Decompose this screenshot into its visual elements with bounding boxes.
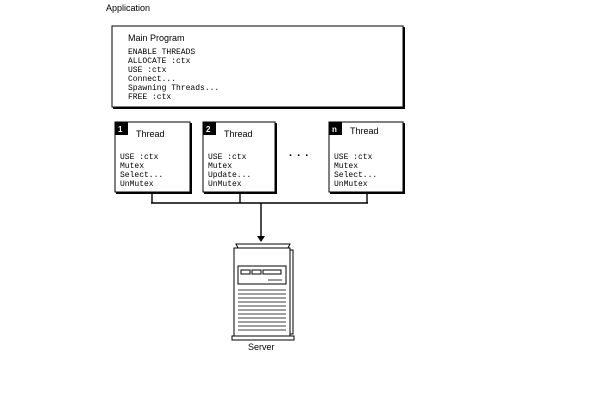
thread-connector: [151, 194, 368, 242]
application-label: Application: [106, 3, 150, 13]
thread-title: Thread: [350, 126, 379, 136]
arrow-head-icon: [257, 236, 265, 242]
main-program-line: Connect...: [128, 75, 176, 84]
thread-line: Update...: [208, 171, 251, 180]
thread-badge: [203, 122, 216, 135]
main-program-line: Spawning Threads...: [128, 84, 219, 93]
main-program-line: ENABLE THREADS: [128, 48, 195, 57]
main-program-title: Main Program: [128, 33, 185, 43]
thread-box-1: 1 Thread USE :ctx Mutex Select... UnMute…: [114, 121, 192, 194]
thread-badge: [329, 122, 342, 135]
ellipsis: . . .: [289, 147, 309, 159]
main-program-line: ALLOCATE :ctx: [128, 57, 191, 66]
thread-line: UnMutex: [120, 180, 154, 189]
thread-badge-label: 2: [206, 125, 211, 134]
thread-line: Select...: [120, 171, 163, 180]
thread-line: Select...: [334, 171, 377, 180]
thread-line: Mutex: [120, 162, 144, 171]
main-program-line: FREE :ctx: [128, 93, 171, 102]
thread-box-n: n Thread USE :ctx Mutex Select... UnMute…: [328, 121, 405, 194]
thread-badge-label: n: [332, 125, 337, 134]
thread-badge-label: 1: [118, 125, 123, 134]
thread-box-2: 2 Thread USE :ctx Mutex Update... UnMute…: [202, 121, 277, 194]
main-program-box: Main Program ENABLE THREADS ALLOCATE :ct…: [111, 25, 405, 109]
thread-line: USE :ctx: [208, 153, 247, 162]
main-program-line: USE :ctx: [128, 66, 167, 75]
thread-line: Mutex: [334, 162, 358, 171]
thread-line: UnMutex: [208, 180, 242, 189]
thread-line: UnMutex: [334, 180, 368, 189]
thread-title: Thread: [136, 129, 165, 139]
server-icon: [231, 243, 295, 341]
thread-line: USE :ctx: [334, 153, 373, 162]
thread-line: Mutex: [208, 162, 232, 171]
server-label: Server: [248, 342, 275, 352]
thread-badge: [115, 122, 128, 135]
thread-title: Thread: [224, 129, 253, 139]
thread-line: USE :ctx: [120, 153, 159, 162]
